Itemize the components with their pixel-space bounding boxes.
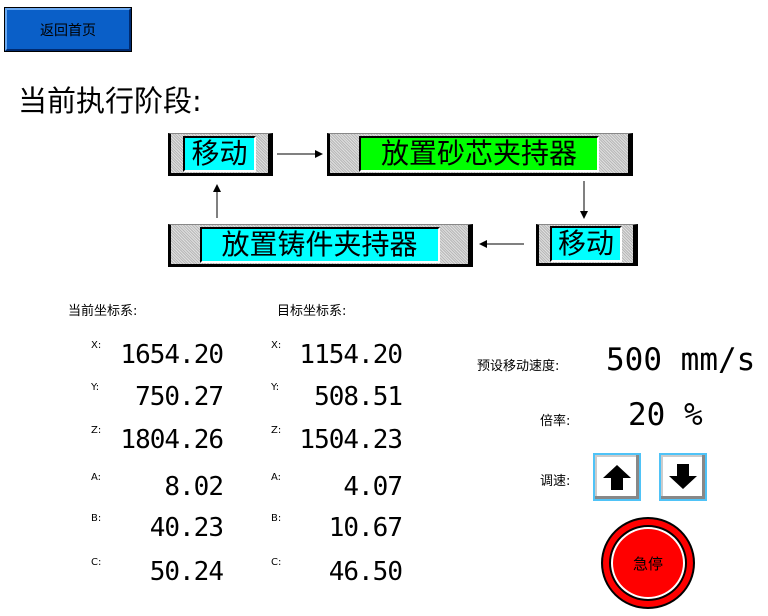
back-home-button[interactable]: 返回首页 bbox=[5, 8, 131, 51]
target-axis-label: Y: bbox=[271, 382, 280, 393]
speed-up-button[interactable] bbox=[593, 453, 641, 501]
current-axis-value: 40.23 bbox=[149, 513, 224, 543]
current-axis-value: 1804.26 bbox=[120, 425, 224, 455]
target-axis-label: Z: bbox=[271, 425, 282, 436]
target-axis-value: 508.51 bbox=[314, 382, 403, 412]
speed-value: 500 mm/s bbox=[606, 342, 756, 378]
current-axis-label: Z: bbox=[91, 425, 102, 436]
target-axis-label: B: bbox=[271, 513, 282, 524]
rate-value: 20 % bbox=[628, 397, 703, 433]
target-axis-label: A: bbox=[271, 472, 282, 483]
adjust-label: 调速: bbox=[540, 474, 571, 489]
current-axis-value: 50.24 bbox=[149, 557, 224, 587]
arrow-up-icon bbox=[603, 465, 631, 490]
stage-move-2: 移动 bbox=[536, 224, 638, 266]
target-axis-value: 1154.20 bbox=[299, 340, 403, 370]
target-coords-header: 目标坐标系: bbox=[277, 304, 347, 319]
speed-down-button[interactable] bbox=[659, 453, 707, 501]
current-axis-label: B: bbox=[91, 513, 102, 524]
current-axis-label: Y: bbox=[91, 382, 100, 393]
target-axis-label: C: bbox=[271, 557, 282, 568]
stage-label: 移动 bbox=[549, 226, 622, 262]
rate-label: 倍率: bbox=[540, 414, 571, 429]
current-axis-label: A: bbox=[91, 472, 102, 483]
stage-label: 放置铸件夹持器 bbox=[199, 226, 440, 263]
emergency-stop-button[interactable]: 急停 bbox=[601, 517, 695, 609]
stage-move-1: 移动 bbox=[168, 133, 273, 176]
target-axis-value: 4.07 bbox=[343, 472, 403, 502]
current-axis-value: 8.02 bbox=[164, 472, 224, 502]
current-coords-header: 当前坐标系: bbox=[68, 304, 138, 319]
stage-place-core-gripper: 放置砂芯夹持器 bbox=[327, 133, 633, 176]
arrow-down-icon bbox=[669, 464, 697, 489]
stage-place-casting-gripper: 放置铸件夹持器 bbox=[168, 224, 473, 267]
current-axis-value: 1654.20 bbox=[120, 340, 224, 370]
current-axis-value: 750.27 bbox=[135, 382, 224, 412]
stage-label: 移动 bbox=[183, 135, 256, 172]
target-axis-label: X: bbox=[271, 340, 282, 351]
current-axis-label: X: bbox=[91, 340, 102, 351]
stage-label: 放置砂芯夹持器 bbox=[359, 135, 599, 172]
current-axis-label: C: bbox=[91, 557, 102, 568]
target-axis-value: 1504.23 bbox=[299, 425, 403, 455]
target-axis-value: 10.67 bbox=[328, 513, 403, 543]
target-axis-value: 46.50 bbox=[328, 557, 403, 587]
flow-arrows bbox=[213, 150, 588, 248]
page-title: 当前执行阶段: bbox=[18, 84, 202, 118]
speed-label: 预设移动速度: bbox=[477, 359, 560, 374]
